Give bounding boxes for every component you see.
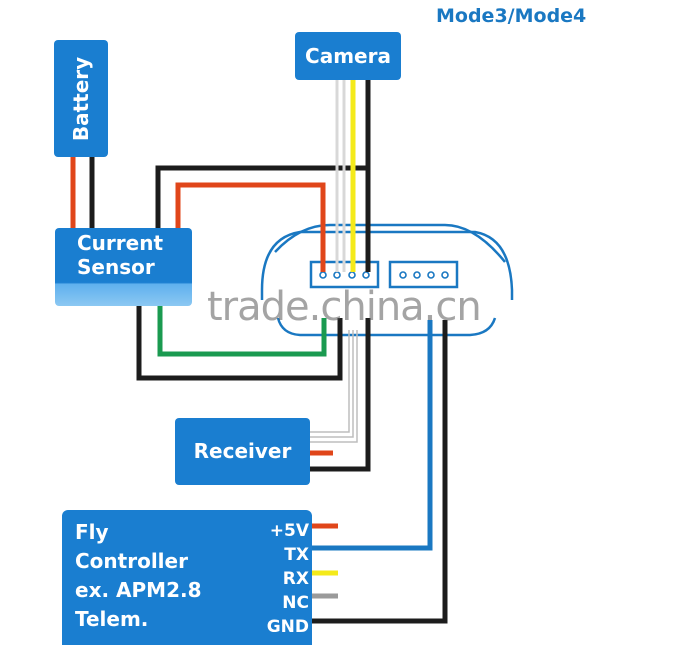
sensor-black-wire-2 xyxy=(136,306,343,381)
receiver-box: Receiver xyxy=(175,418,310,485)
current-sensor-label-line1: Current xyxy=(77,231,164,255)
pin-tx: TX xyxy=(284,545,309,565)
tx-blue-wire xyxy=(312,320,433,551)
pin-nc: NC xyxy=(282,593,309,613)
fc-name-line: ex. APM2.8 xyxy=(75,578,202,602)
fc-name-line: Telem. xyxy=(75,607,149,631)
sensor-red-wire xyxy=(175,182,326,272)
current-sensor-label-line2: Sensor xyxy=(77,255,155,279)
sensor-black-wire xyxy=(155,165,369,228)
fc-pin-labels: +5V TX RX NC GND xyxy=(267,519,309,639)
battery-box: Battery xyxy=(54,40,108,157)
receiver-white-wire-3 xyxy=(310,330,358,443)
sensor-green-wire xyxy=(157,306,327,357)
receiver-white-wire-2 xyxy=(310,330,354,438)
watermark: trade.china.cn xyxy=(207,284,482,330)
fly-controller-name: Fly Controller ex. APM2.8 Telem. xyxy=(75,518,202,634)
mode-title: Mode3/Mode4 xyxy=(436,5,587,27)
pin-gnd: GND xyxy=(266,617,309,637)
gnd-black-wire xyxy=(312,320,448,624)
camera-label: Camera xyxy=(305,44,391,68)
fly-controller-box: Fly Controller ex. APM2.8 Telem. +5V TX … xyxy=(62,510,312,645)
fc-name-line: Fly xyxy=(75,520,109,544)
osd-pins xyxy=(319,271,449,279)
receiver-label: Receiver xyxy=(193,439,292,463)
current-sensor-box: Current Sensor xyxy=(55,228,192,306)
pin-rx: RX xyxy=(282,569,309,589)
fc-name-line: Controller xyxy=(75,549,188,573)
pin-5v: +5V xyxy=(269,521,309,541)
camera-box: Camera xyxy=(295,32,401,80)
battery-label: Battery xyxy=(69,56,93,141)
receiver-white-wire-1 xyxy=(310,330,350,433)
receiver-black-wire xyxy=(310,318,371,472)
osd-module xyxy=(260,223,514,337)
